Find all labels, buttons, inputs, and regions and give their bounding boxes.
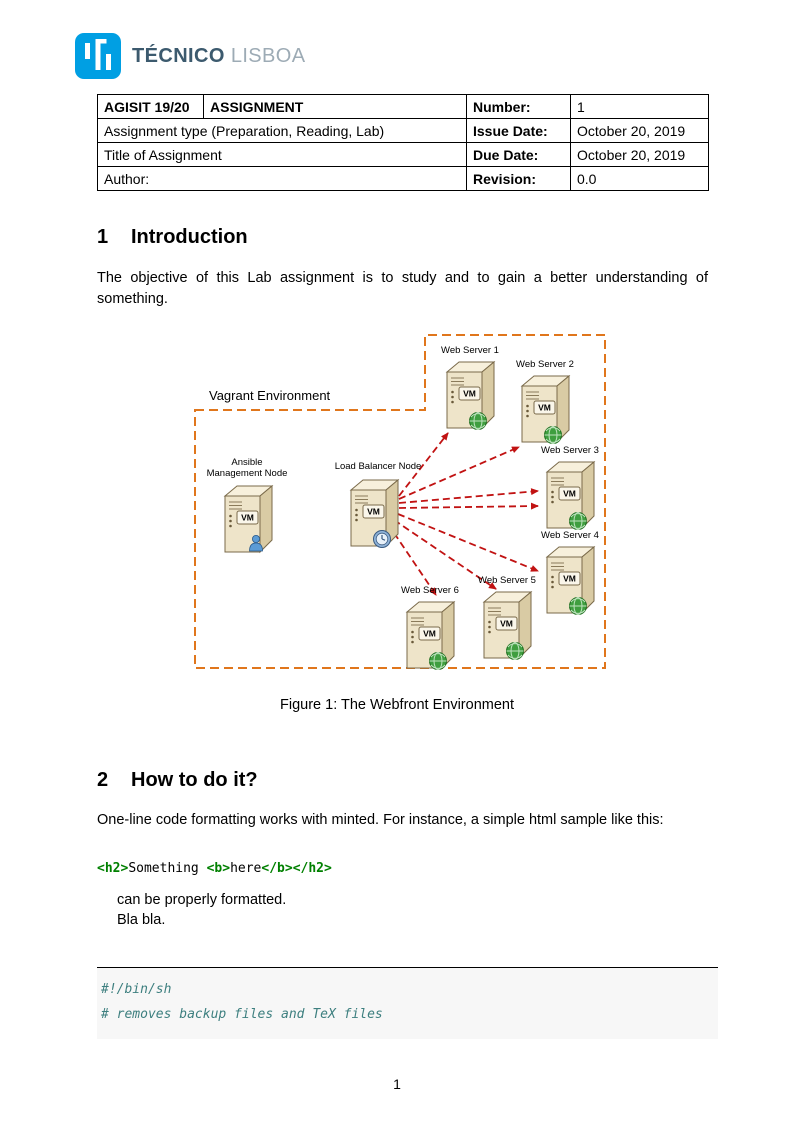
table-row: AGISIT 19/20 ASSIGNMENT Number: 1 bbox=[97, 94, 709, 119]
revision-value: 0.0 bbox=[570, 166, 709, 191]
html-sample-code: <h2>Something <b>here</b></h2> bbox=[97, 861, 332, 876]
node-label: Web Server 3 bbox=[541, 445, 599, 456]
logo-lisboa-text: LISBOA bbox=[230, 44, 306, 67]
document-kind: ASSIGNMENT bbox=[203, 94, 467, 119]
node-label: Web Server 5 bbox=[478, 575, 536, 586]
table-row: Title of Assignment Due Date: October 20… bbox=[97, 142, 709, 167]
number-value: 1 bbox=[570, 94, 709, 119]
vm-badge: VM bbox=[241, 513, 254, 523]
node-label: Management Node bbox=[207, 468, 288, 479]
due-date-value: October 20, 2019 bbox=[570, 142, 709, 167]
section-title: Introduction bbox=[131, 226, 248, 248]
logo-tecnico-text: TÉCNICO bbox=[132, 44, 225, 67]
arrow-to-web-server-3b bbox=[398, 502, 539, 510]
code-token-tag: <h2> bbox=[97, 861, 129, 876]
globe-icon bbox=[569, 512, 587, 530]
vagrant-environment-boundary bbox=[194, 334, 606, 669]
node-web-server-4: Web Server 4 VM bbox=[541, 530, 599, 615]
formatted-notes: can be properly formatted. Bla bla. bbox=[117, 891, 286, 930]
note-line: Bla bla. bbox=[117, 911, 166, 928]
author-label: Author: bbox=[97, 166, 467, 191]
node-web-server-2: Web Server 2 VM bbox=[516, 359, 574, 444]
issue-date-label: Issue Date: bbox=[466, 118, 571, 143]
globe-icon bbox=[469, 412, 487, 430]
code-token-tag: </b> bbox=[261, 861, 293, 876]
intro-paragraph: The objective of this Lab assignment is … bbox=[97, 270, 708, 307]
howto-paragraph: One-line code formatting works with mint… bbox=[97, 812, 664, 828]
section-number: 1 bbox=[97, 226, 109, 248]
arrow-to-web-server-5 bbox=[393, 519, 497, 590]
table-row: Assignment type (Preparation, Reading, L… bbox=[97, 118, 709, 143]
globe-icon bbox=[544, 426, 562, 444]
globe-icon bbox=[569, 597, 587, 615]
code-token-tag: <b> bbox=[206, 861, 231, 876]
node-load-balancer: Load Balancer Node VM bbox=[335, 461, 422, 549]
assignment-title: Title of Assignment bbox=[97, 142, 467, 167]
vm-badge: VM bbox=[538, 403, 551, 413]
vm-badge: VM bbox=[563, 489, 576, 499]
section-2-heading: 2 How to do it? bbox=[97, 769, 258, 792]
vm-badge: VM bbox=[423, 629, 436, 639]
arrow-to-web-server-4 bbox=[397, 513, 539, 572]
node-web-server-5: Web Server 5 VM bbox=[478, 575, 536, 660]
issue-date-value: October 20, 2019 bbox=[570, 118, 709, 143]
node-web-server-6: Web Server 6 VM bbox=[401, 585, 459, 670]
shell-script-listing: #!/bin/sh # removes backup files and TeX… bbox=[97, 967, 718, 1039]
table-row: Author: Revision: 0.0 bbox=[97, 166, 709, 191]
assignment-type: Assignment type (Preparation, Reading, L… bbox=[97, 118, 467, 143]
globe-icon bbox=[429, 652, 447, 670]
vagrant-environment-label: Vagrant Environment bbox=[209, 388, 331, 403]
vm-badge: VM bbox=[500, 619, 513, 629]
vm-badge: VM bbox=[367, 507, 380, 517]
revision-label: Revision: bbox=[466, 166, 571, 191]
node-label: Web Server 2 bbox=[516, 359, 574, 370]
vm-badge: VM bbox=[463, 389, 476, 399]
globe-icon bbox=[506, 642, 524, 660]
ist-logo-icon bbox=[75, 33, 121, 79]
page-number: 1 bbox=[393, 1076, 401, 1092]
node-ansible-management: Ansible Management Node VM bbox=[207, 457, 288, 553]
vm-badge: VM bbox=[563, 574, 576, 584]
arrow-to-web-server-3 bbox=[398, 488, 539, 504]
figure-caption: Figure 1: The Webfront Environment bbox=[280, 697, 514, 713]
code-line-shebang: #!/bin/sh bbox=[101, 982, 172, 997]
section-number: 2 bbox=[97, 769, 109, 791]
node-web-server-1: Web Server 1 VM bbox=[441, 345, 499, 430]
node-label: Web Server 1 bbox=[441, 345, 499, 356]
section-1-heading: 1 Introduction bbox=[97, 226, 248, 249]
load-balancer-arrows bbox=[387, 432, 539, 596]
arrow-to-web-server-1 bbox=[398, 432, 449, 497]
code-line-comment: # removes backup files and TeX files bbox=[101, 1007, 383, 1022]
webfront-environment-diagram: Vagrant Environment Ansible Management N… bbox=[194, 334, 606, 670]
code-token-tag: </h2> bbox=[292, 861, 332, 876]
section-title: How to do it? bbox=[131, 769, 258, 791]
clock-globe-icon bbox=[372, 529, 392, 549]
course-code: AGISIT 19/20 bbox=[97, 94, 204, 119]
node-label: Web Server 4 bbox=[541, 530, 599, 541]
figure-1: Vagrant Environment Ansible Management N… bbox=[185, 330, 615, 675]
code-token-text: Something bbox=[128, 861, 207, 876]
node-label: Web Server 6 bbox=[401, 585, 459, 596]
node-web-server-3: Web Server 3 VM bbox=[541, 445, 599, 530]
node-label: Load Balancer Node bbox=[335, 461, 422, 472]
note-line: can be properly formatted. bbox=[117, 892, 287, 908]
code-token-text: here bbox=[230, 861, 262, 876]
arrow-to-web-server-2 bbox=[398, 446, 520, 500]
node-label: Ansible bbox=[231, 457, 262, 468]
number-label: Number: bbox=[466, 94, 571, 119]
due-date-label: Due Date: bbox=[466, 142, 571, 167]
assignment-header-table: AGISIT 19/20 ASSIGNMENT Number: 1 Assign… bbox=[97, 94, 709, 191]
